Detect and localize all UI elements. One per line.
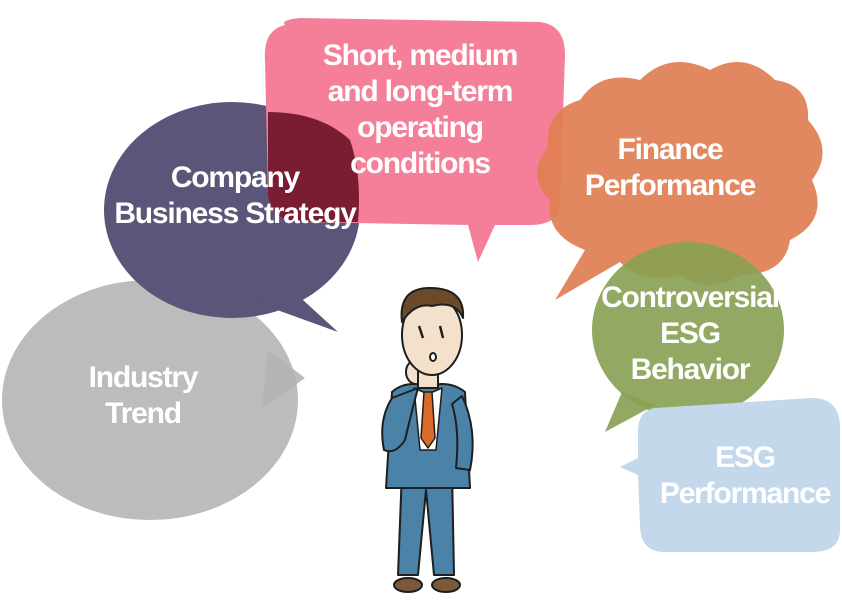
- operating-conditions-label: Short, medium and long-term operating co…: [300, 38, 540, 182]
- controversial-esg-label: Controversial ESG Behavior: [592, 280, 788, 388]
- industry-trend-bubble: [2, 280, 305, 520]
- operating-conditions-line3: operating: [357, 111, 484, 144]
- finance-performance-bubble: [536, 62, 823, 300]
- thinking-businessman-icon: [381, 287, 474, 593]
- finance-performance-line2: Performance: [584, 169, 756, 202]
- operating-conditions-line4: conditions: [350, 147, 491, 180]
- operating-conditions-line2: and long-term: [327, 75, 514, 108]
- controversial-esg-line1: Controversial: [601, 281, 780, 314]
- esg-performance-label: ESG Performance: [652, 440, 838, 512]
- controversial-esg-line3: Behavior: [630, 353, 751, 386]
- industry-trend-label: Industry Trend: [78, 360, 208, 432]
- controversial-esg-bubble: [592, 242, 784, 432]
- finance-performance-line1: Finance: [617, 133, 724, 166]
- esg-performance-line1: ESG: [715, 441, 776, 474]
- industry-trend-line1: Industry: [88, 361, 199, 394]
- operating-conditions-line1: Short, medium: [322, 39, 519, 72]
- industry-trend-line2: Trend: [105, 397, 182, 430]
- company-strategy-line2: Business Strategy: [114, 197, 357, 230]
- esg-performance-line2: Performance: [659, 477, 831, 510]
- company-strategy-line1: Company: [170, 161, 300, 194]
- finance-performance-label: Finance Performance: [560, 132, 780, 204]
- esg-performance-bubble: [620, 398, 840, 552]
- company-strategy-label: Company Business Strategy: [110, 160, 360, 232]
- controversial-esg-line2: ESG: [660, 317, 721, 350]
- strategy-conditions-overlap: [268, 112, 359, 222]
